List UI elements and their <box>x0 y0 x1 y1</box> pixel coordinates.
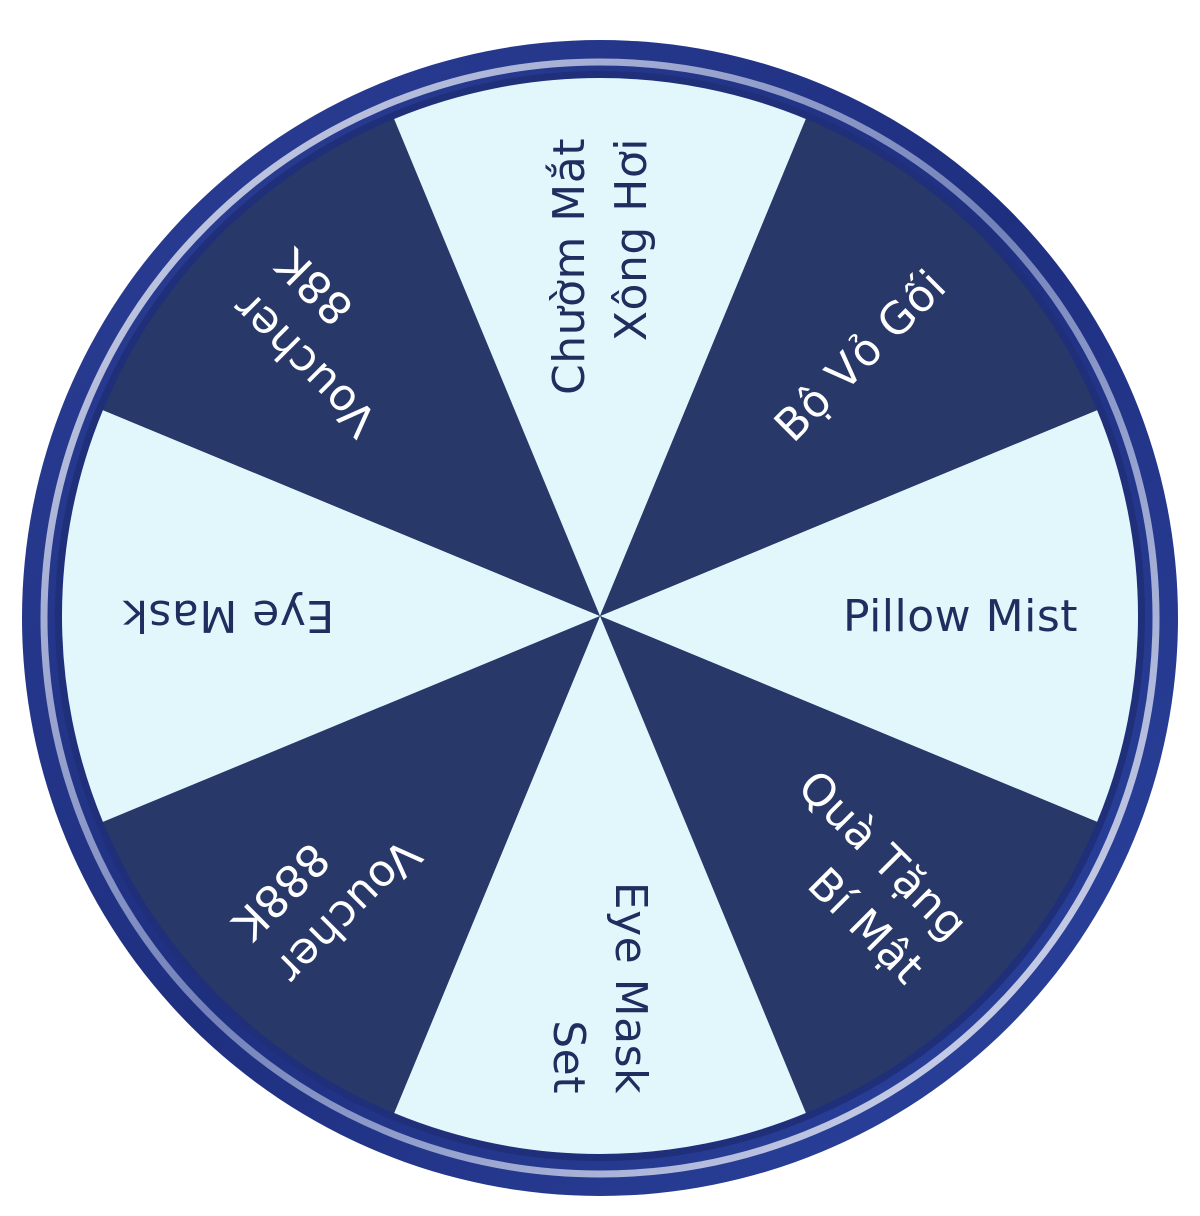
wheel-rim-shine <box>40 58 1160 1178</box>
wheel-segment[interactable] <box>102 616 600 1114</box>
wheel-segment[interactable] <box>600 410 1139 822</box>
segment-label: Eye Mask <box>122 590 334 641</box>
segment-label: Eye Mask <box>605 882 656 1094</box>
segment-label-group: Eye Mask <box>122 590 334 641</box>
wheel-segment[interactable] <box>600 616 1098 1114</box>
wheel-segment[interactable] <box>394 77 806 616</box>
segment-label: Pillow Mist <box>843 591 1078 642</box>
wheel-segment[interactable] <box>102 118 600 616</box>
segment-label-group: Pillow Mist <box>843 591 1078 642</box>
segment-label: Set <box>543 1020 594 1094</box>
segment-label: Chườm Mắt <box>544 138 595 395</box>
wheel-segments[interactable] <box>61 77 1139 1155</box>
wheel-segment[interactable] <box>600 118 1098 616</box>
wheel-segment[interactable] <box>61 410 600 822</box>
segment-label: Xông Hơi <box>606 138 657 341</box>
wheel-segment[interactable] <box>394 616 806 1155</box>
